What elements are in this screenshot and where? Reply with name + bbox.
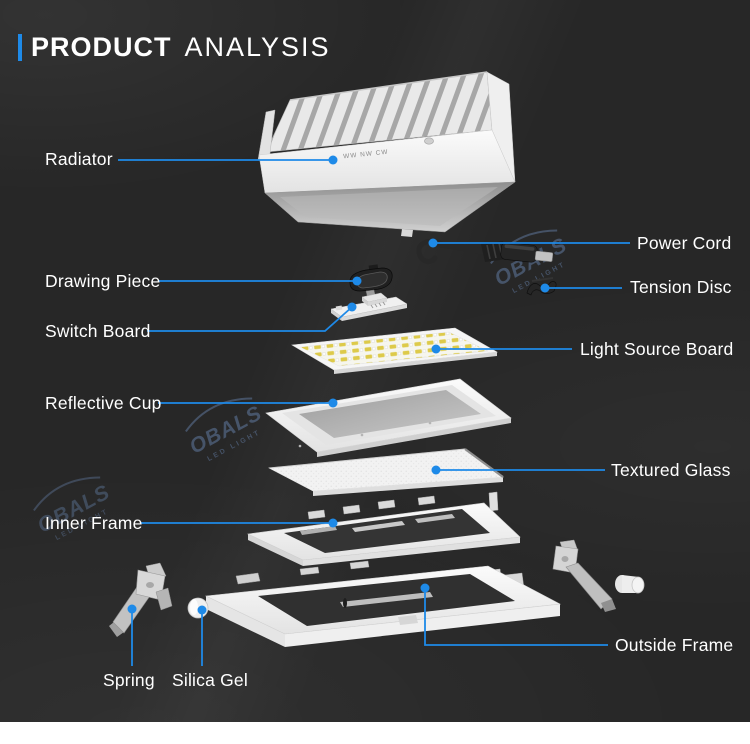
outside-frame-illustration <box>204 560 562 647</box>
spring-illustration <box>109 562 173 637</box>
reflective-cup-illustration <box>265 378 512 457</box>
inner-frame-illustration <box>246 491 521 566</box>
label-radiator: Radiator <box>45 149 113 169</box>
label-switch-board: Switch Board <box>45 321 151 341</box>
radiator-illustration: WW NW CW <box>257 71 516 237</box>
textured-glass-illustration <box>267 448 504 496</box>
watermark-logo: OBALS LED LIGHT <box>33 476 114 542</box>
spring-right-illustration <box>552 539 616 612</box>
silica-gel-right-illustration <box>615 575 645 594</box>
bottom-white-strip <box>0 722 750 744</box>
label-tension-disc: Tension Disc <box>630 277 732 297</box>
switch-board-illustration <box>330 292 408 321</box>
label-inner-frame: Inner Frame <box>45 513 143 533</box>
label-reflective-cup: Reflective Cup <box>45 393 162 413</box>
light-source-board-illustration <box>291 327 498 374</box>
title-light-text: ANALYSIS <box>184 32 331 62</box>
title-bold-text: PRODUCT <box>31 32 172 62</box>
label-textured-glass: Textured Glass <box>611 460 731 480</box>
label-outside-frame: Outside Frame <box>615 635 734 655</box>
leader-lines <box>118 159 630 666</box>
watermark-logo: OBALS LED LIGHT <box>185 397 266 463</box>
radiator-marking-text: WW NW CW <box>343 149 389 161</box>
page-title: PRODUCT ANALYSIS <box>18 32 331 63</box>
label-power-cord: Power Cord <box>637 233 732 253</box>
leader-dots <box>127 155 550 615</box>
label-light-source-board: Light Source Board <box>580 339 734 359</box>
label-spring: Spring <box>103 670 155 690</box>
power-cord-illustration <box>416 238 554 265</box>
label-drawing-piece: Drawing Piece <box>45 271 161 291</box>
label-silica-gel: Silica Gel <box>172 670 248 690</box>
title-accent-bar <box>18 34 22 61</box>
